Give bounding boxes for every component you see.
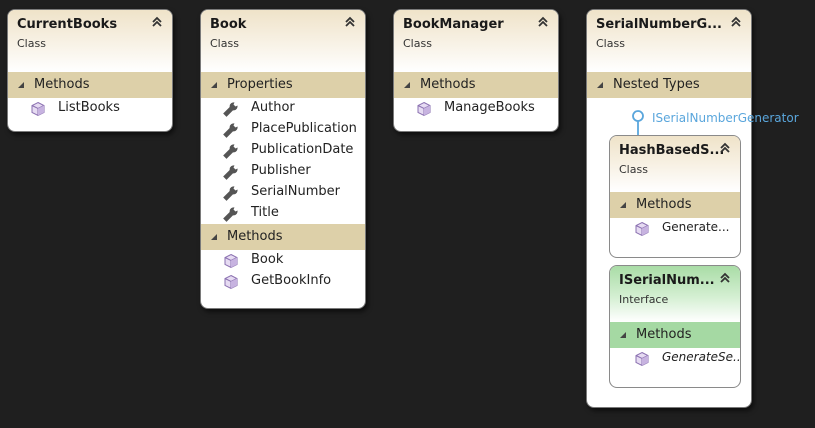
hashbased-title: HashBasedS... — [619, 143, 725, 158]
serialnumbergen-nestedtypes-section[interactable]: Nested Types — [587, 72, 751, 98]
triangle-down-icon[interactable] — [597, 82, 603, 88]
book-properties-section[interactable]: Properties — [201, 72, 365, 98]
collapse-icon[interactable] — [343, 15, 357, 29]
method-cube-icon — [417, 101, 431, 117]
member-label: Author — [251, 100, 295, 115]
currentbooks-header: CurrentBooks Class — [8, 10, 172, 72]
member-serialnumber[interactable]: SerialNumber — [201, 182, 365, 203]
collapse-icon[interactable] — [150, 15, 164, 29]
section-label: Methods — [34, 77, 90, 92]
serialnumbergen-kind: Class — [596, 37, 625, 50]
member-label: Book — [251, 252, 284, 267]
serialnumbergen-header: SerialNumberG... Class — [587, 10, 751, 72]
bookmanager-header: BookManager Class — [394, 10, 558, 72]
method-cube-icon — [224, 253, 238, 269]
member-label: GenerateSe... — [662, 350, 741, 364]
book-title: Book — [210, 17, 247, 32]
property-wrench-icon — [223, 102, 238, 117]
member-publisher[interactable]: Publisher — [201, 161, 365, 182]
iserialnum-header: ISerialNum... Interface — [610, 266, 740, 322]
method-cube-icon — [635, 351, 649, 367]
member-label: SerialNumber — [251, 184, 341, 199]
interface-iserialnumbergenerator[interactable]: ISerialNum... Interface Methods Generate… — [609, 265, 741, 388]
section-label: Methods — [227, 229, 283, 244]
member-label: Title — [251, 205, 279, 220]
member-label: PlacePublication — [251, 121, 357, 136]
member-label: PublicationDate — [251, 142, 354, 157]
property-wrench-icon — [223, 207, 238, 222]
triangle-down-icon[interactable] — [211, 234, 217, 240]
class-hashbased[interactable]: HashBasedS... Class Methods Generate... — [609, 135, 741, 258]
member-label: GetBookInfo — [251, 273, 332, 288]
iserialnum-kind: Interface — [619, 293, 669, 306]
member-listbooks[interactable]: ListBooks — [8, 98, 172, 119]
bookmanager-methods-section[interactable]: Methods — [394, 72, 558, 98]
property-wrench-icon — [223, 165, 238, 180]
property-wrench-icon — [223, 186, 238, 201]
iserialnum-title: ISerialNum... — [619, 273, 715, 288]
member-getbookinfo[interactable]: GetBookInfo — [201, 271, 365, 292]
class-bookmanager[interactable]: BookManager Class Methods ManageBooks — [393, 9, 559, 132]
triangle-down-icon[interactable] — [211, 82, 217, 88]
member-label: Publisher — [251, 163, 311, 178]
interface-lollipop-icon — [632, 110, 644, 138]
section-label: Methods — [636, 327, 692, 342]
method-cube-icon — [31, 101, 45, 117]
property-wrench-icon — [223, 144, 238, 159]
currentbooks-title: CurrentBooks — [17, 17, 118, 32]
triangle-down-icon[interactable] — [620, 332, 626, 338]
class-currentbooks[interactable]: CurrentBooks Class Methods ListBooks — [7, 9, 173, 132]
hashbased-header: HashBasedS... Class — [610, 136, 740, 192]
collapse-icon[interactable] — [729, 15, 743, 29]
interface-lollipop-label: ISerialNumberGenerator — [652, 111, 799, 125]
section-label: Nested Types — [613, 77, 700, 92]
bookmanager-kind: Class — [403, 37, 432, 50]
triangle-down-icon[interactable] — [404, 82, 410, 88]
iserialnum-methods-section[interactable]: Methods — [610, 322, 740, 348]
member-placepublication[interactable]: PlacePublication — [201, 119, 365, 140]
member-generateserial[interactable]: GenerateSe... — [610, 348, 740, 369]
triangle-down-icon[interactable] — [18, 82, 24, 88]
currentbooks-methods-section[interactable]: Methods — [8, 72, 172, 98]
triangle-down-icon[interactable] — [620, 202, 626, 208]
member-label: ListBooks — [58, 100, 120, 115]
property-wrench-icon — [223, 123, 238, 138]
section-label: Properties — [227, 77, 293, 92]
class-book[interactable]: Book Class Properties Author PlacePublic… — [200, 9, 366, 309]
method-cube-icon — [635, 221, 649, 237]
hashbased-kind: Class — [619, 163, 648, 176]
member-managebooks[interactable]: ManageBooks — [394, 98, 558, 119]
member-publicationdate[interactable]: PublicationDate — [201, 140, 365, 161]
section-label: Methods — [420, 77, 476, 92]
section-label: Methods — [636, 197, 692, 212]
book-kind: Class — [210, 37, 239, 50]
serialnumbergen-title: SerialNumberG... — [596, 17, 722, 32]
member-generate[interactable]: Generate... — [610, 218, 740, 239]
bookmanager-title: BookManager — [403, 17, 504, 32]
collapse-icon[interactable] — [718, 271, 732, 285]
member-author[interactable]: Author — [201, 98, 365, 119]
member-book-ctor[interactable]: Book — [201, 250, 365, 271]
member-label: ManageBooks — [444, 100, 535, 115]
collapse-icon[interactable] — [536, 15, 550, 29]
book-header: Book Class — [201, 10, 365, 72]
collapse-icon[interactable] — [718, 141, 732, 155]
hashbased-methods-section[interactable]: Methods — [610, 192, 740, 218]
currentbooks-kind: Class — [17, 37, 46, 50]
book-methods-section[interactable]: Methods — [201, 224, 365, 250]
member-title[interactable]: Title — [201, 203, 365, 224]
method-cube-icon — [224, 274, 238, 290]
member-label: Generate... — [662, 220, 730, 234]
